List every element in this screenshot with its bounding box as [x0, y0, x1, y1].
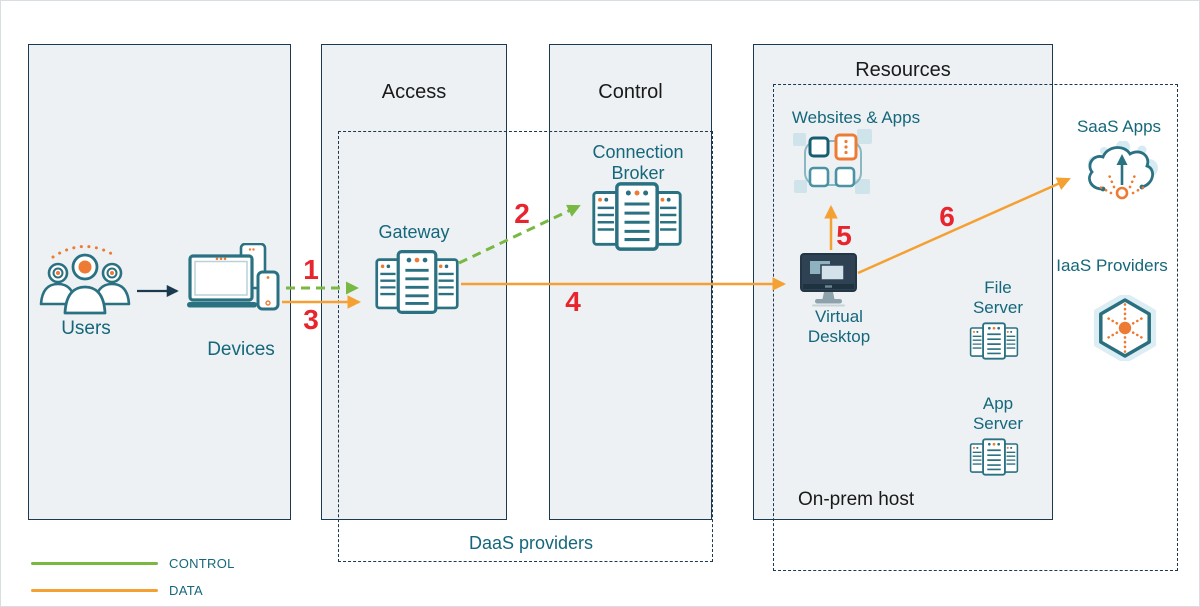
access-panel-title: Access [381, 81, 447, 103]
gateway-label: Gateway [378, 222, 450, 242]
users-label: Users [61, 318, 111, 339]
virtual-desktop-label: Virtual Desktop [807, 307, 871, 347]
data-legend-line [31, 589, 158, 592]
daas-providers-label: DaaS providers [468, 533, 594, 553]
app-server-label: App Server [972, 394, 1024, 434]
connection-broker-server-icon [589, 180, 685, 253]
daas-providers-group-box [338, 131, 713, 562]
step-number-5: 5 [836, 220, 852, 251]
gateway-server-icon [372, 248, 462, 316]
devices-label: Devices [207, 339, 275, 360]
data-legend-label: DATA [169, 583, 203, 598]
users-icon [37, 237, 133, 315]
saas-cloud-icon [1083, 141, 1159, 205]
connection-broker-label: Connection Broker [592, 142, 684, 184]
step-number-1: 1 [303, 254, 319, 285]
control-panel [549, 44, 712, 520]
saas-apps-label: SaaS Apps [1076, 117, 1162, 136]
resources-group-box [773, 84, 1178, 571]
app-server-icon [968, 437, 1020, 477]
virtual-desktop-monitor-icon [800, 253, 858, 307]
control-panel-title: Control [598, 81, 663, 103]
file-server-icon [968, 321, 1020, 361]
step-number-6: 6 [939, 201, 955, 232]
websites-apps-grid-icon [793, 127, 875, 201]
on-prem-host-label: On-prem host [798, 489, 915, 510]
control-legend-label: CONTROL [169, 556, 235, 571]
iaas-hexagon-icon [1091, 295, 1159, 361]
resources-panel-title: Resources [855, 59, 951, 81]
file-server-label: File Server [972, 278, 1024, 318]
iaas-providers-label: IaaS Providers [1056, 256, 1168, 275]
control-legend-line [31, 562, 158, 565]
step-number-2: 2 [514, 198, 530, 229]
devices-icon [187, 243, 287, 317]
step-number-4: 4 [565, 286, 581, 317]
websites-apps-label: Websites & Apps [791, 108, 921, 127]
step-number-3: 3 [303, 304, 319, 335]
